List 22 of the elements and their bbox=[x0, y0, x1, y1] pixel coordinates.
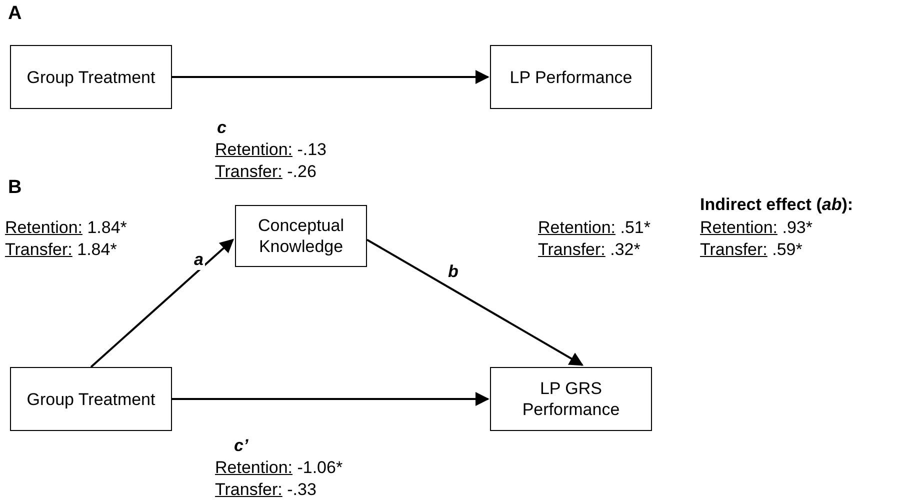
arrow bbox=[366, 238, 584, 366]
coefficient-text: Transfer: 1.84* bbox=[5, 240, 117, 260]
panel-letter: A bbox=[8, 4, 22, 24]
panel-letter: B bbox=[8, 178, 22, 198]
coefficient-text: Retention: .51* bbox=[538, 218, 650, 238]
variable-box: Group Treatment bbox=[10, 367, 172, 431]
coefficient-text: Transfer: -.33 bbox=[215, 480, 316, 500]
coefficient-text: Retention: -1.06* bbox=[215, 458, 343, 478]
coefficient-text: Retention: -.13 bbox=[215, 140, 327, 160]
variable-box: Conceptual Knowledge bbox=[235, 205, 367, 267]
coefficient-text: Transfer: .59* bbox=[700, 240, 802, 260]
arrow bbox=[172, 392, 490, 406]
coefficient-text: Retention: 1.84* bbox=[5, 218, 127, 238]
arrow bbox=[172, 70, 490, 84]
variable-box: LP Performance bbox=[490, 45, 652, 109]
coefficient-text: Retention: .93* bbox=[700, 218, 812, 238]
effect-heading: Indirect effect (ab): bbox=[700, 195, 854, 215]
variable-box: LP GRS Performance bbox=[490, 367, 652, 431]
variable-box: Group Treatment bbox=[10, 45, 172, 109]
coefficient-text: Transfer: -.26 bbox=[215, 162, 316, 182]
coefficient-text: Transfer: .32* bbox=[538, 240, 640, 260]
arrow bbox=[90, 238, 234, 368]
